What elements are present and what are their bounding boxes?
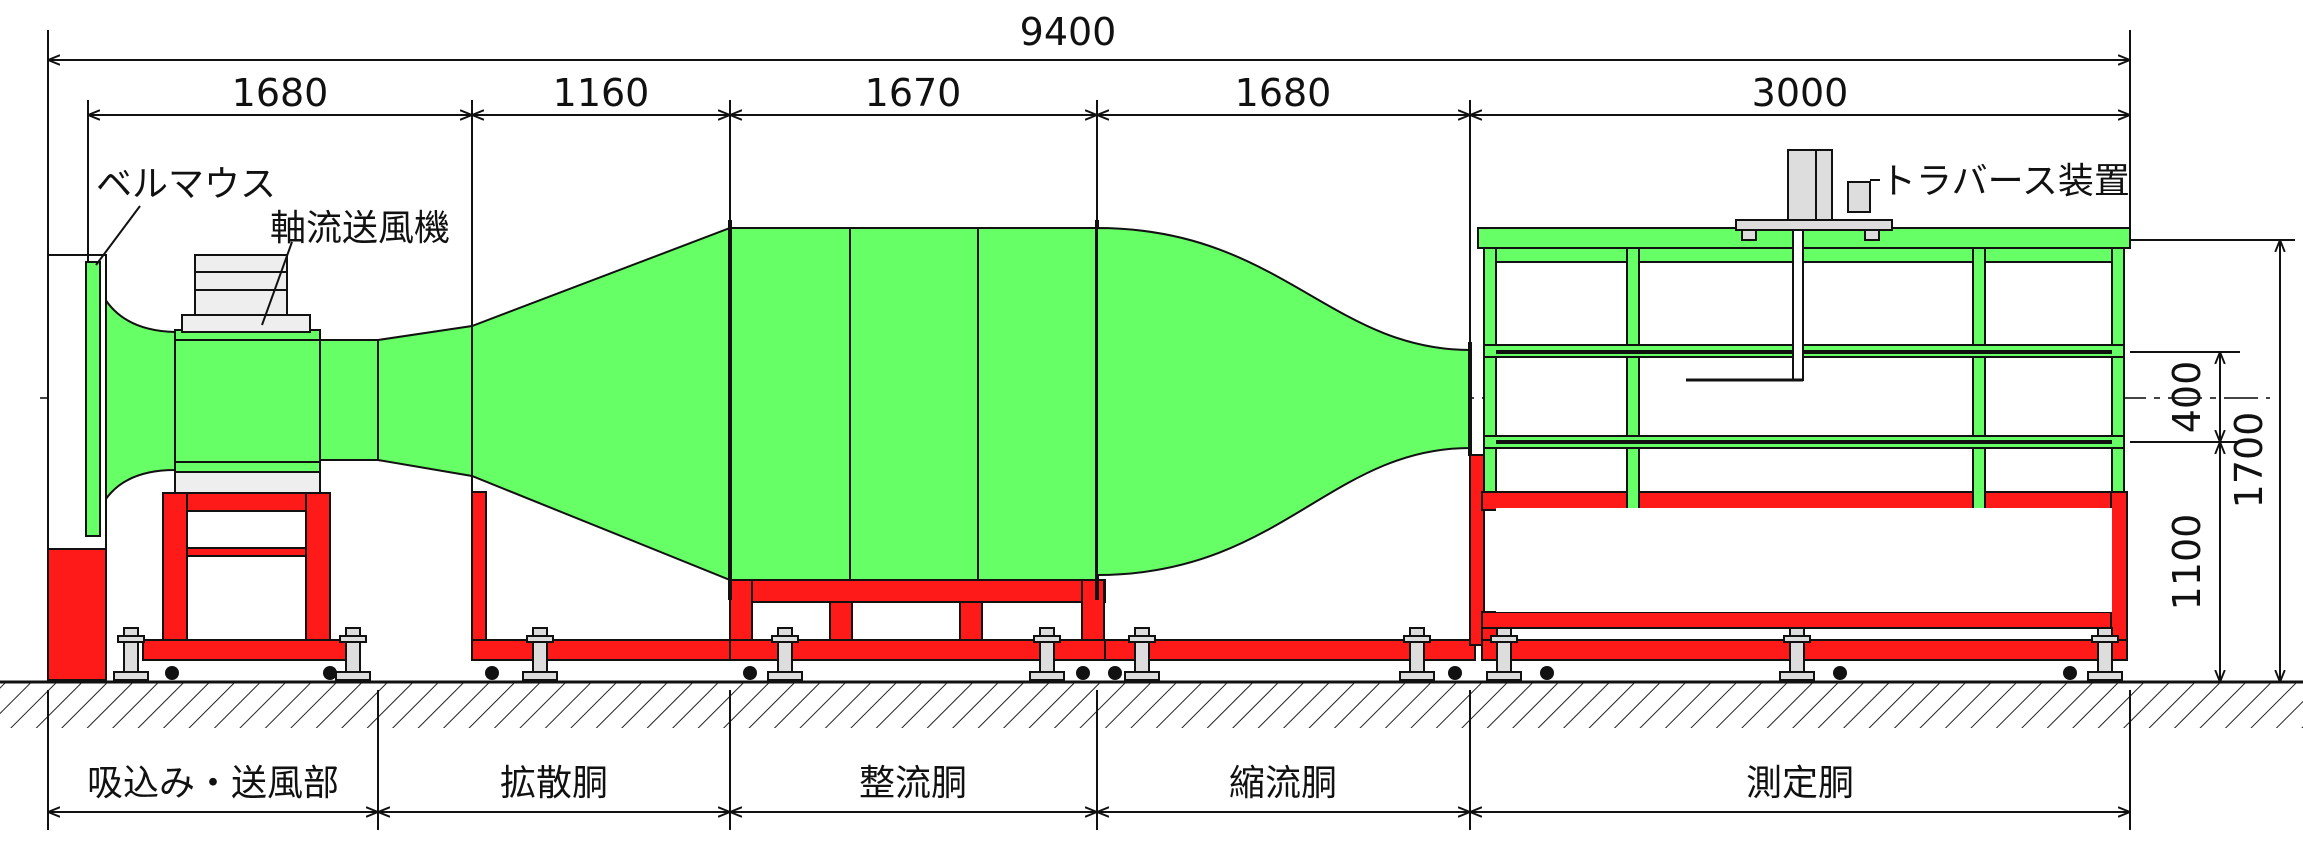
section-diffuser: 拡散胴 [500, 763, 608, 804]
annotation-leaders [95, 179, 1880, 326]
section-test: 測定胴 [1746, 763, 1854, 804]
label-bellmouth: ベルマウス [96, 164, 276, 205]
label-axial-fan: 軸流送風機 [270, 208, 450, 249]
section-dimension-lines [47, 690, 2131, 830]
label-traverse: トラバース装置 [1880, 161, 2130, 202]
dim-seg-2: 1160 [553, 71, 650, 115]
dim-vertical-center: 400 [2165, 361, 2209, 434]
dim-vertical-lower: 1100 [2165, 514, 2209, 611]
fan-casing [174, 331, 321, 473]
ground [0, 680, 2303, 728]
section-contraction: 縮流胴 [1229, 763, 1337, 804]
dim-seg-4: 1680 [1235, 71, 1332, 115]
dim-seg-5: 3000 [1752, 71, 1849, 115]
settling-chamber [729, 227, 1098, 581]
dim-total: 9400 [1020, 10, 1117, 54]
tunnel-body [47, 220, 1472, 600]
section-intake-fan: 吸込み・送風部 [87, 763, 339, 804]
diffuser-shape [377, 226, 731, 582]
contraction-shape [1096, 226, 1471, 577]
leveling-feet [113, 627, 2123, 681]
casters [165, 666, 2077, 680]
dim-vertical-total: 1700 [2227, 412, 2271, 509]
section-settling: 整流胴 [859, 763, 967, 804]
top-dimension-lines [47, 30, 2131, 342]
dim-seg-3: 1670 [865, 71, 962, 115]
traverse-device [1686, 149, 1893, 382]
fan-motor [194, 254, 288, 316]
vertical-dimension-lines [2130, 239, 2295, 683]
dim-seg-1: 1680 [232, 71, 329, 115]
